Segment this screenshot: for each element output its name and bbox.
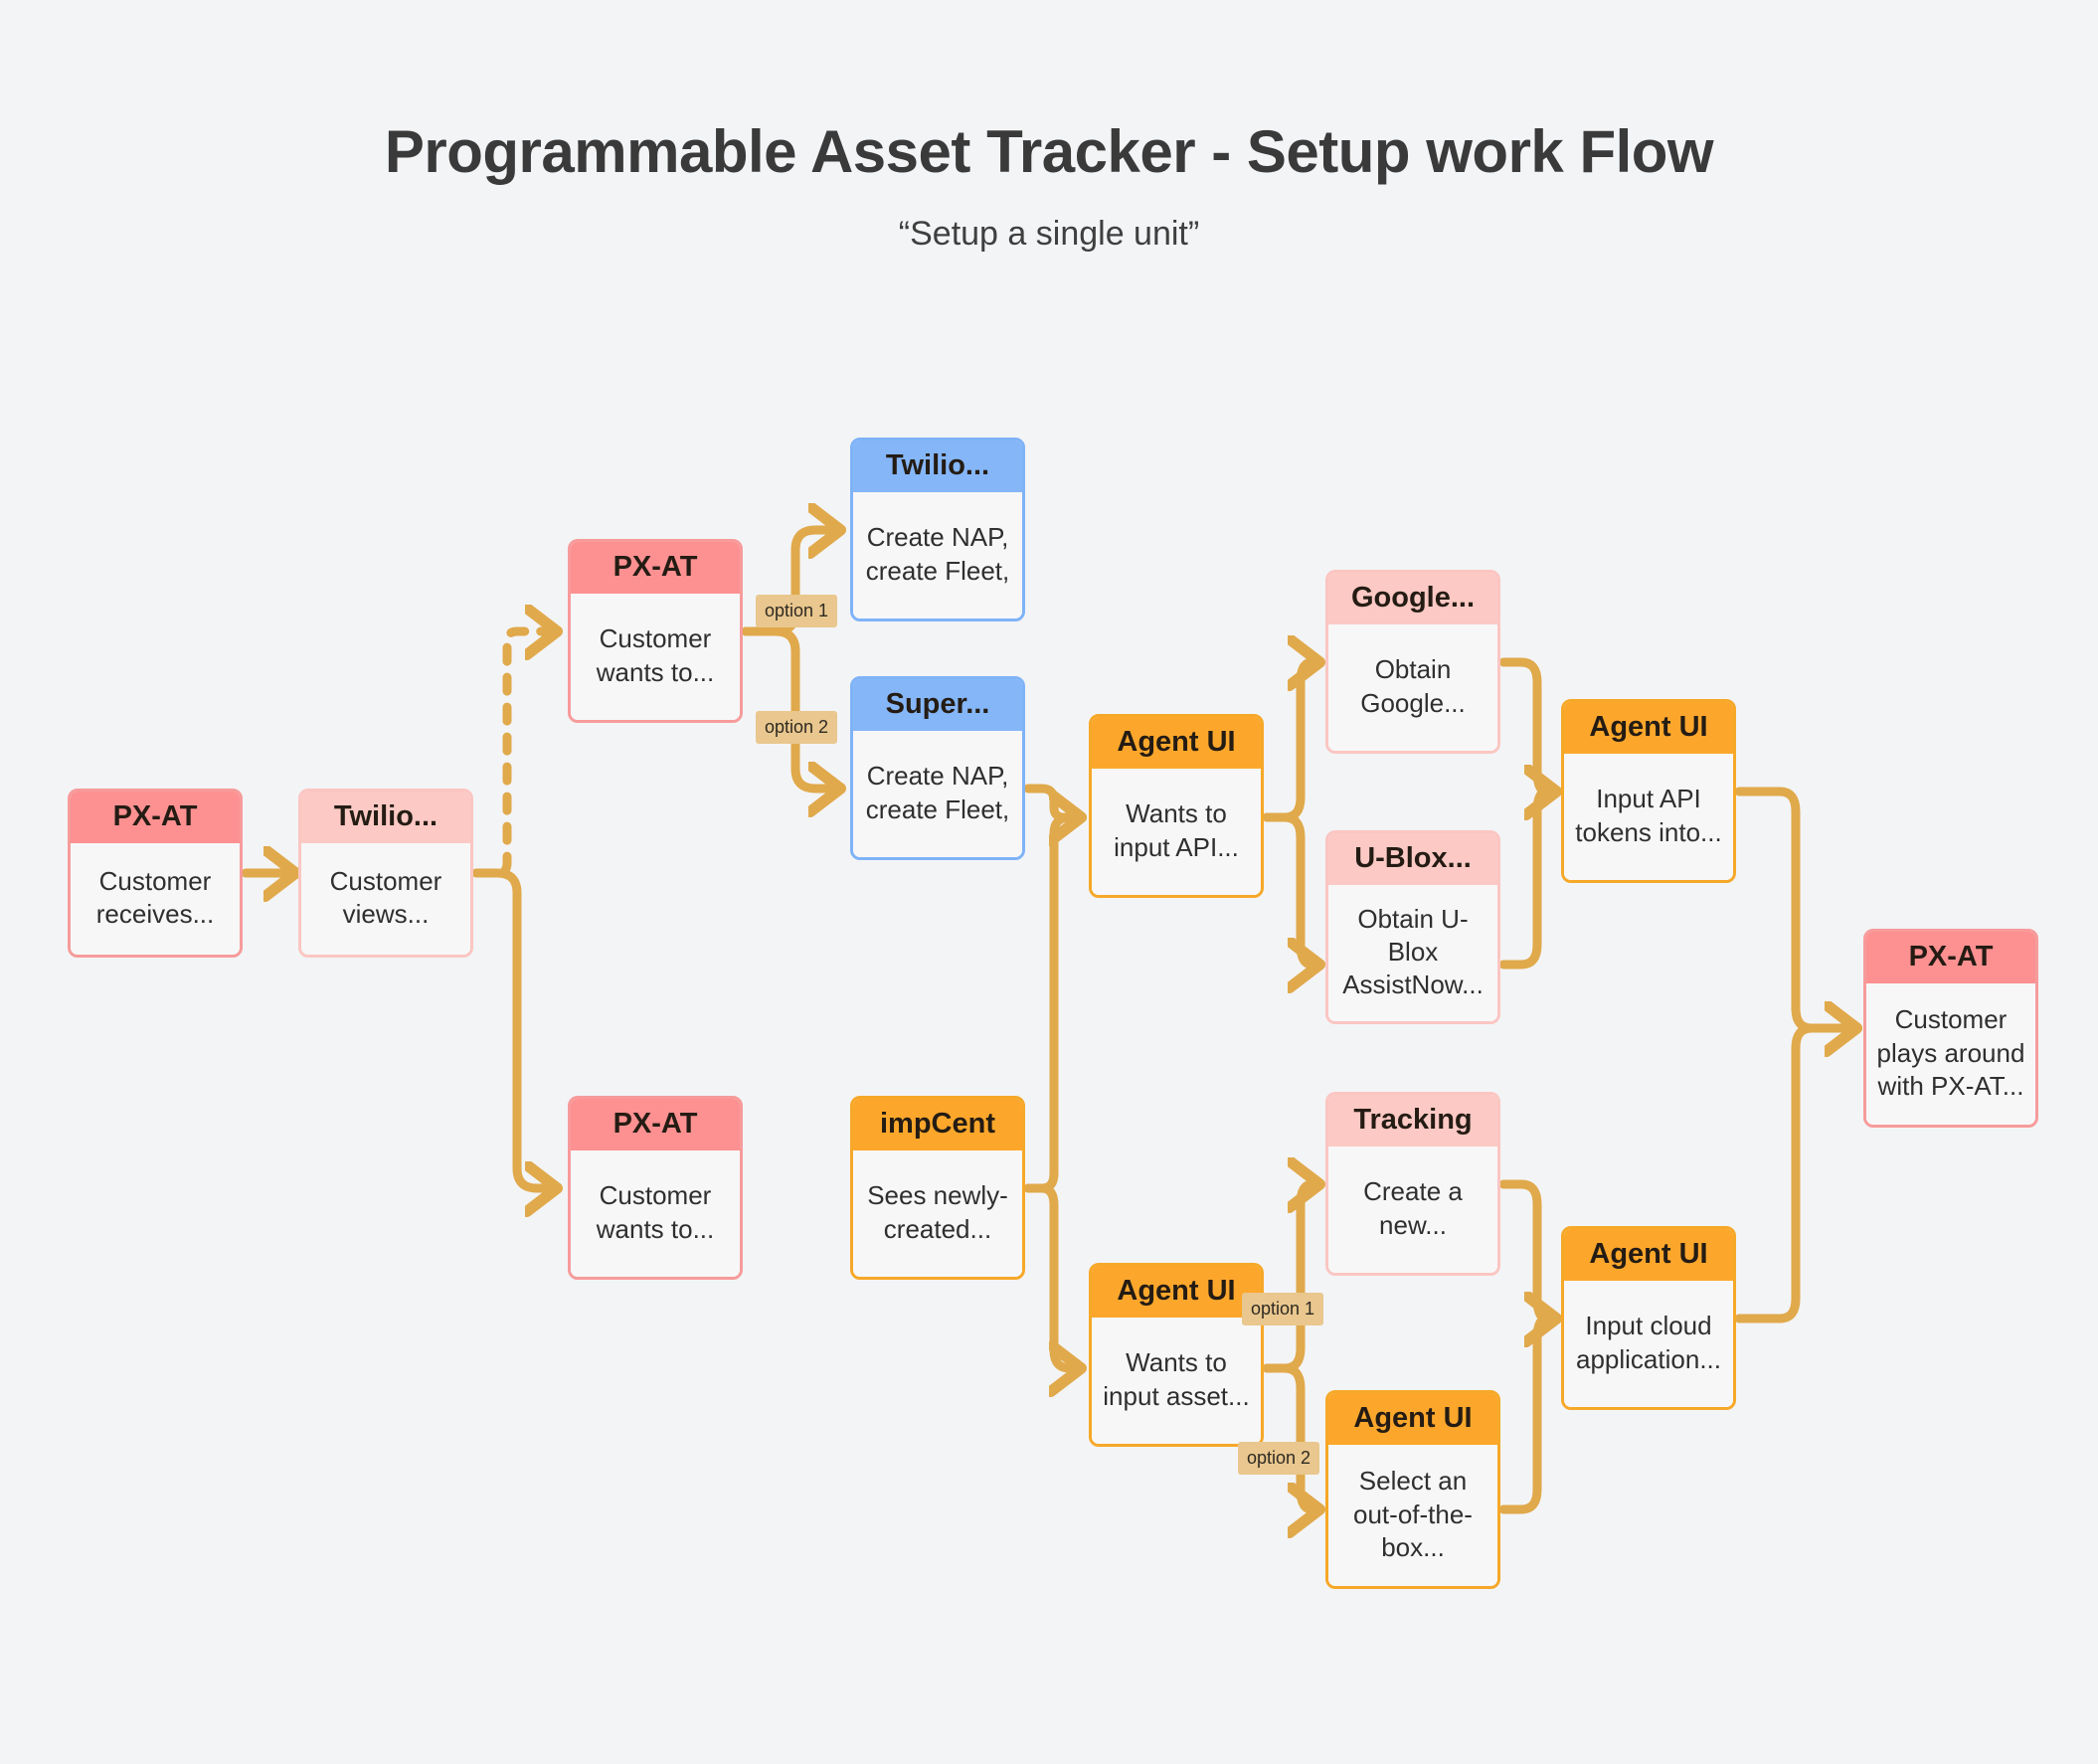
- edge-n5-to-n8: [1023, 784, 1076, 817]
- node-body-text: Input cloud application...: [1564, 1281, 1733, 1407]
- flow-node-n2[interactable]: Twilio...Customer views...: [298, 789, 473, 958]
- node-body-text: Wants to input API...: [1092, 769, 1261, 895]
- node-title: PX-AT: [571, 542, 740, 595]
- node-body-text: Customer wants to...: [571, 1150, 740, 1277]
- edge-n10-to-n11: [1498, 792, 1551, 970]
- node-title: Agent UI: [1328, 1393, 1497, 1446]
- flow-node-n4[interactable]: Twilio...Create NAP, create Fleet,: [850, 438, 1025, 621]
- node-body-text: Sees newly-created...: [853, 1150, 1022, 1277]
- edge-n16-to-n12: [1734, 1028, 1851, 1323]
- edge-label-el2: option 2: [756, 711, 838, 744]
- edge-n8-to-n10: [1262, 812, 1314, 965]
- edge-n3-to-n5: [741, 626, 835, 789]
- node-title: Super...: [853, 679, 1022, 732]
- node-body-text: Wants to input asset...: [1092, 1318, 1261, 1444]
- node-title: Google...: [1328, 573, 1497, 625]
- node-title: Twilio...: [853, 441, 1022, 493]
- node-body-text: Customer wants to...: [571, 594, 740, 720]
- edge-n2-to-n3: [471, 631, 552, 878]
- node-title: Agent UI: [1092, 717, 1261, 770]
- node-title: U-Blox...: [1328, 833, 1497, 886]
- node-title: Twilio...: [301, 792, 470, 844]
- node-body-text: Obtain Google...: [1328, 624, 1497, 751]
- edge-n15-to-n16: [1498, 1319, 1551, 1514]
- node-body-text: Obtain U-Blox AssistNow...: [1328, 885, 1497, 1021]
- node-title: Agent UI: [1092, 1266, 1261, 1319]
- node-title: Tracking: [1328, 1095, 1497, 1147]
- node-title: Agent UI: [1564, 702, 1733, 755]
- node-body-text: Create a new...: [1328, 1147, 1497, 1273]
- edge-label-el4: option 2: [1238, 1442, 1320, 1475]
- node-body-text: Customer plays around with PX-AT...: [1866, 983, 2035, 1125]
- node-body-text: Create NAP, create Fleet,: [853, 731, 1022, 857]
- edge-n8-to-n9: [1262, 662, 1314, 822]
- edge-label-el1: option 1: [756, 595, 838, 627]
- edge-n13-to-n15: [1262, 1363, 1314, 1509]
- flow-node-n9[interactable]: Google...Obtain Google...: [1325, 570, 1500, 754]
- flow-node-n10[interactable]: U-Blox...Obtain U-Blox AssistNow...: [1325, 830, 1500, 1024]
- edge-n7-to-n13: [1023, 1183, 1076, 1368]
- node-title: Agent UI: [1564, 1229, 1733, 1282]
- edge-n7-to-n8: [1023, 817, 1076, 1193]
- node-body-text: Select an out-of-the-box...: [1328, 1445, 1497, 1586]
- node-title: impCent: [853, 1099, 1022, 1151]
- edge-n13-to-n14: [1262, 1184, 1314, 1373]
- edge-n14-to-n16: [1498, 1179, 1551, 1319]
- page-title: Programmable Asset Tracker - Setup work …: [384, 118, 1714, 185]
- flow-node-n5[interactable]: Super...Create NAP, create Fleet,: [850, 676, 1025, 860]
- node-body-text: Customer receives...: [71, 843, 240, 955]
- edge-label-el3: option 1: [1242, 1293, 1324, 1325]
- node-title: PX-AT: [1866, 932, 2035, 984]
- edge-n11-to-n12: [1734, 787, 1851, 1028]
- node-title: PX-AT: [571, 1099, 740, 1151]
- node-title: PX-AT: [71, 792, 240, 844]
- node-body-text: Create NAP, create Fleet,: [853, 492, 1022, 618]
- edge-n9-to-n11: [1498, 657, 1551, 792]
- page-subtitle: “Setup a single unit”: [898, 215, 1200, 253]
- edge-n2-to-n6: [471, 868, 552, 1188]
- node-body-text: Input API tokens into...: [1564, 754, 1733, 880]
- node-body-text: Customer views...: [301, 843, 470, 955]
